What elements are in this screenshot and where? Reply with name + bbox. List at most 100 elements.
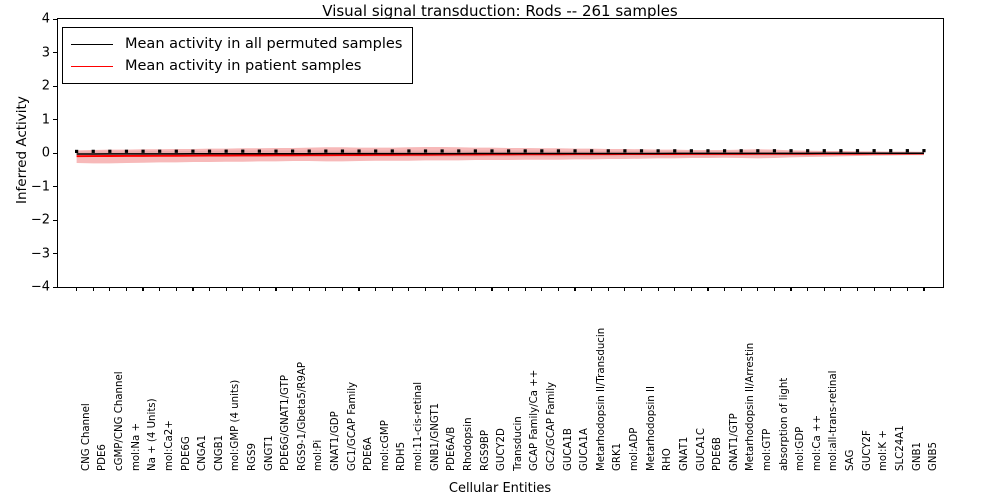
x-tick-mark (292, 287, 294, 291)
permuted-mean-marker (423, 149, 428, 153)
x-tick-label: GNAT1/GTP (728, 413, 740, 471)
x-tick-mark (125, 287, 128, 291)
x-tick-label: Rhodopsin (462, 417, 474, 471)
permuted-mean-marker (274, 149, 278, 153)
x-tick-mark (557, 287, 560, 291)
x-tick-label: mol:Ca ++ (811, 414, 823, 471)
x-tick-label: mol:Ca2+ (163, 420, 175, 471)
x-tick-mark (607, 287, 609, 291)
permuted-mean-marker (673, 149, 677, 153)
x-tick-label: PDE6G/GNAT1/GTP (280, 375, 292, 471)
x-tick-label: mol:all-trans-retinal (828, 370, 840, 471)
x-tick-mark (159, 287, 161, 291)
permuted-mean-marker (457, 149, 461, 153)
x-tick-mark (723, 287, 726, 291)
x-tick-mark (624, 287, 626, 291)
permuted-mean-marker (124, 149, 129, 153)
x-tick-mark (690, 287, 692, 291)
x-tick-label: CNGA1 (197, 434, 209, 471)
x-tick-mark (408, 287, 410, 291)
x-tick-mark (657, 287, 659, 291)
permuted-mean-marker (207, 149, 212, 153)
x-tick-label: CNG Channel (80, 403, 92, 471)
x-tick-label: GCAP Family/Ca ++ (529, 369, 541, 471)
x-tick-label: PDE6A (363, 437, 375, 471)
x-tick-label: RGS9-1/Gbeta5/R9AP (296, 362, 308, 471)
x-tick-mark (840, 287, 842, 291)
x-tick-mark (225, 287, 227, 291)
x-tick-label: PDE6G (180, 436, 192, 471)
x-tick-label: cGMP/CNG Channel (114, 371, 126, 471)
chart-legend: Mean activity in all permuted samples Me… (62, 27, 414, 84)
x-tick-mark (906, 287, 908, 291)
legend-swatch-permuted (71, 43, 113, 45)
permuted-mean-marker (639, 149, 644, 153)
permuted-mean-marker (540, 149, 544, 153)
x-tick-mark (109, 287, 111, 291)
y-tick-mark (53, 286, 58, 288)
x-tick-mark (757, 287, 759, 291)
permuted-mean-marker (922, 149, 926, 153)
x-tick-mark (92, 287, 94, 291)
y-axis-label: Inferred Activity (14, 96, 30, 204)
x-tick-label: mol:GTP (762, 428, 773, 471)
x-tick-label: GUCY2F (861, 430, 873, 471)
x-tick-label: GUCY2D (496, 428, 508, 471)
x-tick-mark (507, 287, 510, 291)
permuted-mean-marker (789, 149, 793, 153)
x-tick-label: GUCA1B (562, 428, 574, 471)
x-tick-mark (790, 287, 792, 291)
y-tick-label: 1 (41, 112, 50, 127)
legend-item-patient: Mean activity in patient samples (71, 55, 402, 77)
permuted-mean-marker (523, 149, 527, 153)
x-tick-label: mol:K + (878, 430, 890, 471)
permuted-mean-marker (855, 149, 860, 153)
x-tick-label: mol:Na + (130, 422, 142, 471)
y-tick-label: 2 (41, 78, 50, 94)
permuted-mean-marker (91, 149, 95, 153)
y-tick-mark (53, 253, 58, 255)
x-tick-mark (375, 287, 377, 291)
y-tick-label: −2 (30, 212, 50, 228)
x-tick-label: mol:cGMP (379, 420, 391, 471)
x-tick-mark (674, 287, 676, 291)
x-tick-label: mol:ADP (629, 427, 641, 471)
y-tick-label: 3 (41, 45, 50, 60)
x-tick-mark (341, 287, 344, 291)
x-tick-mark (242, 287, 244, 291)
permuted-mean-marker (772, 149, 777, 153)
x-tick-mark (541, 287, 543, 291)
y-tick-label: −3 (30, 246, 50, 261)
x-tick-mark (740, 287, 742, 291)
permuted-mean-marker (191, 149, 195, 153)
x-tick-label: GC1/GCAP Family (346, 381, 358, 471)
permuted-mean-marker (839, 149, 843, 153)
x-tick-label: mol:GMP (4 units) (230, 379, 242, 471)
permuted-mean-marker (739, 149, 743, 153)
permuted-mean-marker (590, 149, 594, 153)
legend-swatch-patient (71, 65, 113, 67)
permuted-mean-marker (573, 149, 577, 153)
x-tick-mark (491, 287, 493, 291)
plot-svg (75, 146, 926, 164)
x-tick-label: PDE6B (712, 437, 724, 471)
x-tick-label: GNB1/GNGT1 (429, 402, 441, 471)
permuted-mean-marker (357, 149, 361, 153)
x-tick-label: mol:GDP (795, 426, 807, 471)
permuted-mean-marker (108, 149, 112, 153)
x-tick-mark (856, 287, 859, 291)
x-tick-label: SAG (845, 449, 857, 471)
permuted-mean-marker (889, 149, 893, 153)
y-tick-mark (53, 219, 58, 221)
x-tick-label: GRK1 (612, 442, 624, 471)
permuted-mean-marker (689, 149, 693, 153)
permuted-mean-marker (756, 149, 760, 153)
permuted-mean-marker (241, 149, 245, 153)
x-tick-mark (308, 287, 310, 291)
y-tick-mark (53, 186, 58, 188)
x-tick-mark (773, 287, 776, 291)
x-tick-mark (707, 287, 709, 291)
x-tick-mark (807, 287, 809, 291)
permuted-mean-marker (490, 149, 494, 153)
